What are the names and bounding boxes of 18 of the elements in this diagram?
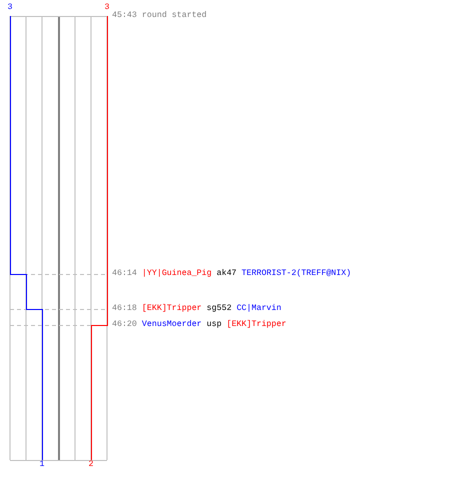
team-count: 3 [104, 3, 110, 13]
team-count: 3 [8, 3, 12, 13]
timestamp: 46:18 [112, 304, 137, 314]
player-name: VenusMoerder [142, 320, 202, 330]
team-count: 1 [40, 460, 44, 470]
timestamp: 46:20 [112, 320, 137, 330]
player-name: |YY|Guinea_Pig [142, 269, 212, 279]
weapon-name: sg552 [206, 304, 232, 314]
timestamp: 46:14 [112, 269, 137, 279]
player-name: [EKK]Tripper [142, 304, 202, 314]
player-name: [EKK]Tripper [226, 320, 286, 330]
team-count: 2 [88, 460, 94, 470]
player-name: CC|Marvin [236, 304, 282, 314]
player-name: TERRORIST-2(TREFF@NIX) [242, 269, 352, 279]
weapon-name: ak47 [216, 269, 237, 279]
weapon-name: usp [206, 320, 222, 330]
timestamp: 45:43 [112, 11, 137, 21]
status-text: round started [142, 11, 207, 21]
